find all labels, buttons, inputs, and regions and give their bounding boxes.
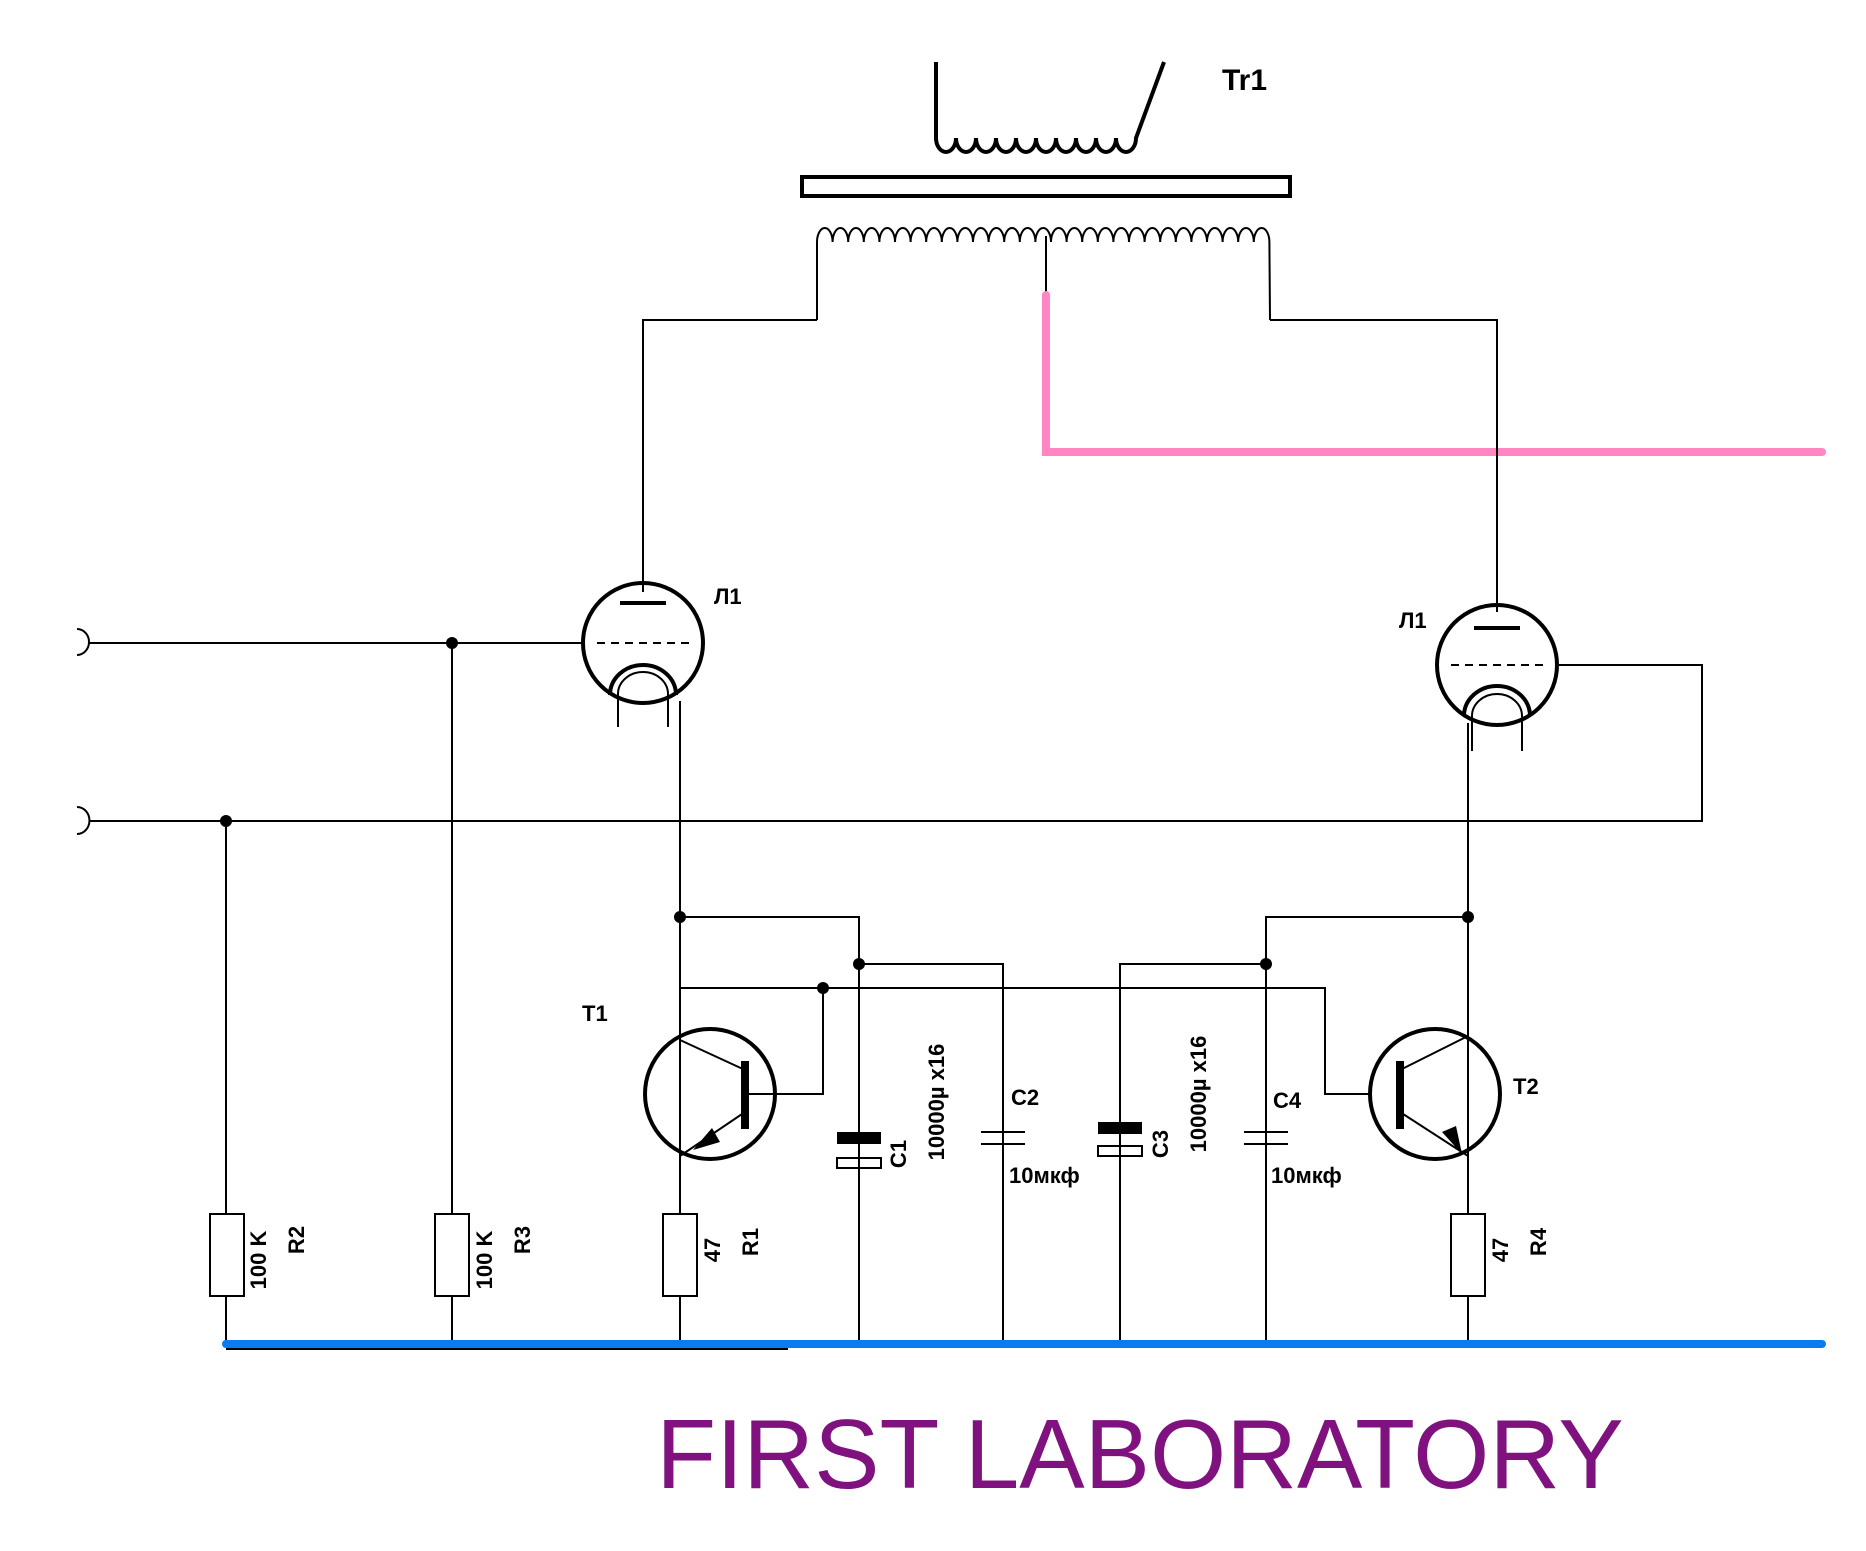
capacitor-c1-plate [837, 1132, 881, 1144]
plate-wire-2 [1270, 319, 1498, 612]
junction-dot [446, 637, 458, 649]
c1-value: 10000µ x16 [924, 1044, 949, 1161]
tube-2-cathode [1462, 684, 1532, 717]
junction-dots [220, 637, 1474, 994]
r3-value: 100 K [472, 1231, 497, 1290]
c3-feed-wire [1119, 963, 1266, 1344]
tube-1-label: Л1 [714, 584, 742, 609]
r3-label: R3 [510, 1226, 535, 1254]
transistor-t2: T2 [1368, 1027, 1539, 1161]
c1-label: C1 [886, 1140, 911, 1168]
caption-title: FIRST LABORATORY [656, 1399, 1624, 1509]
transistor-t1: T1 [582, 988, 824, 1161]
capacitor-c3 [1097, 1145, 1143, 1157]
resistor-r4 [1450, 1213, 1486, 1297]
t2-body [1368, 1027, 1502, 1161]
resistor-r2 [209, 1213, 245, 1297]
capacitor-c1 [836, 1157, 882, 1169]
c4-label: C4 [1273, 1088, 1302, 1113]
t1-emitter-arrow [693, 1128, 720, 1150]
t2-label: T2 [1513, 1074, 1539, 1099]
tube-1-heater [617, 671, 669, 727]
input-terminal-2 [76, 806, 91, 835]
transformer-core [800, 175, 1292, 198]
tube-2-label: Л1 [1399, 608, 1427, 633]
transformer-label: Tr1 [1222, 64, 1267, 97]
input-terminal-1 [76, 628, 90, 656]
t2-emitter [1399, 1111, 1469, 1157]
junction-dot [1260, 958, 1272, 970]
transformer-tr1: Tr1 [800, 61, 1292, 321]
tube-1-envelope [581, 581, 705, 705]
cross-feedback-to-t2 [680, 987, 1371, 1095]
c3-label: C3 [1148, 1130, 1173, 1158]
plate-wire-1 [642, 319, 817, 592]
tube-2-envelope [1435, 603, 1559, 727]
vacuum-tube-2: Л1 [1270, 319, 1559, 751]
tube-1-cathode [608, 663, 678, 696]
tube-2-heater [1471, 693, 1523, 751]
t2-collector [1399, 1035, 1469, 1071]
transformer-secondary-winding [934, 61, 1166, 154]
resistor-r3 [434, 1213, 470, 1297]
c3-value: 10000µ x16 [1186, 1036, 1211, 1153]
vacuum-tube-1: Л1 [581, 319, 817, 727]
junction-dot [853, 958, 865, 970]
r1-label: R1 [738, 1228, 763, 1256]
c4-feed-wire [1265, 916, 1468, 1344]
t1-base-wire [749, 988, 824, 1095]
r1-value: 47 [700, 1238, 725, 1262]
t2-emitter-arrow [1442, 1126, 1462, 1154]
t1-collector [679, 1039, 746, 1071]
junction-dot [817, 982, 829, 994]
c2-feed-wire [859, 963, 1004, 1344]
junction-dot [674, 911, 686, 923]
capacitor-c3-plate [1098, 1122, 1142, 1134]
c2-value: 10мкф [1009, 1163, 1080, 1188]
junction-dot [220, 815, 232, 827]
c2-label: C2 [1011, 1085, 1039, 1110]
r2-value: 100 K [246, 1231, 271, 1290]
grid-line-2 [89, 664, 1703, 822]
r2-label: R2 [284, 1226, 309, 1254]
r4-label: R4 [1526, 1227, 1551, 1256]
c4-value: 10мкф [1271, 1163, 1342, 1188]
junction-dot [1462, 911, 1474, 923]
resistor-r1 [662, 1213, 698, 1297]
t1-label: T1 [582, 1001, 608, 1026]
output-wire [1042, 291, 1826, 456]
r4-value: 47 [1488, 1238, 1513, 1262]
c1-feed-wire [680, 916, 860, 1344]
transformer-primary-winding [816, 227, 1271, 321]
